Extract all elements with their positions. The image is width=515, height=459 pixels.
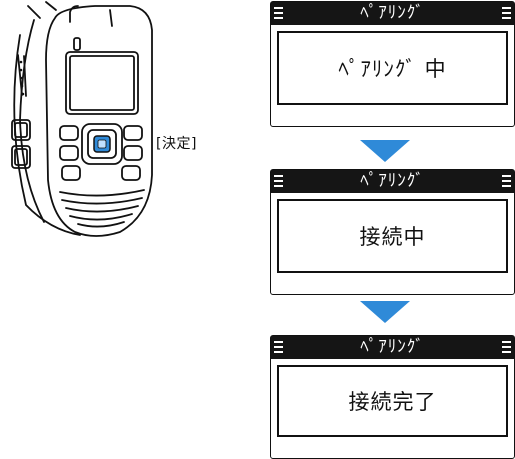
down-arrow-icon [360, 301, 410, 323]
down-arrow-icon [360, 140, 410, 162]
screen-title: ﾍﾟｱﾘﾝｸﾞ [360, 171, 425, 191]
screen-message: 接続完了 [277, 365, 508, 437]
screen-pairing: ﾍﾟｱﾘﾝｸﾞ ﾍﾟｱﾘﾝｸﾞ 中 [270, 1, 515, 127]
scroll-indicator-icon [274, 7, 283, 20]
screen-connecting: ﾍﾟｱﾘﾝｸﾞ 接続中 [270, 169, 515, 295]
scroll-indicator-icon [502, 341, 511, 354]
enter-key-callout: [決定] [156, 136, 197, 152]
scroll-indicator-icon [274, 341, 283, 354]
scroll-indicator-icon [502, 175, 511, 188]
screen-title: ﾍﾟｱﾘﾝｸﾞ [360, 3, 425, 23]
scroll-indicator-icon [502, 7, 511, 20]
screen-title-bar: ﾍﾟｱﾘﾝｸﾞ [271, 336, 514, 359]
screen-title: ﾍﾟｱﾘﾝｸﾞ [360, 337, 425, 357]
screen-title-bar: ﾍﾟｱﾘﾝｸﾞ [271, 2, 514, 25]
screen-title-bar: ﾍﾟｱﾘﾝｸﾞ [271, 170, 514, 193]
speaker-microphone-illustration [11, 1, 153, 237]
screen-message: ﾍﾟｱﾘﾝｸﾞ 中 [277, 31, 508, 105]
screen-connected: ﾍﾟｱﾘﾝｸﾞ 接続完了 [270, 335, 515, 459]
screen-message: 接続中 [277, 199, 508, 273]
scroll-indicator-icon [274, 175, 283, 188]
